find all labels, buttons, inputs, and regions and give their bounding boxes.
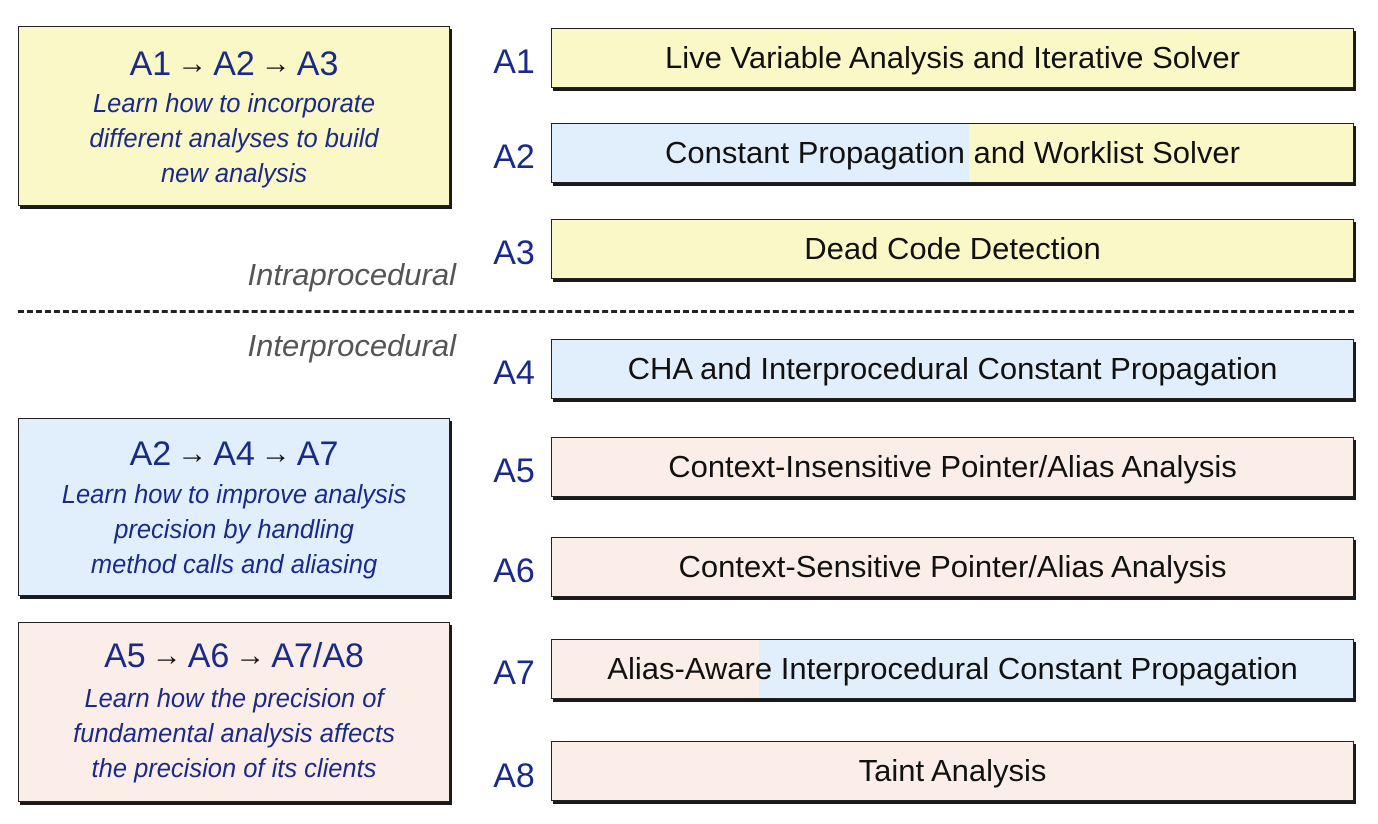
arrow-right-icon: → [177, 437, 208, 470]
assignment-title: CHA and Interprocedural Constant Propaga… [627, 351, 1278, 386]
learning-path-description: Learn how to improve analysis precision … [19, 478, 449, 583]
assignment-title: Dead Code Detection [804, 231, 1101, 266]
assignment-tag-a8: A8 [493, 757, 535, 795]
description-line: Learn how to incorporate [92, 90, 376, 118]
assignment-tag-a2: A2 [493, 138, 535, 176]
bar-fill-yellow [969, 124, 1353, 182]
bar-fill-blue [552, 340, 1353, 398]
assignment-tag-a7: A7 [493, 654, 535, 692]
assignment-bar-a8: Taint Analysis [551, 741, 1354, 801]
assignment-bar-a2: Constant Propagation and Worklist Solver [551, 123, 1354, 183]
chain-step: A2 [129, 435, 172, 473]
description-line: Learn how the precision of [84, 685, 384, 713]
learning-path-box-pointer: A5→A6→A7/A8 Learn how the precision of f… [18, 622, 450, 802]
description-line: the precision of its clients [91, 755, 377, 783]
bar-fill-blue [759, 640, 1353, 698]
assignment-title: Context-Insensitive Pointer/Alias Analys… [668, 449, 1237, 484]
chain-step: A1 [129, 45, 172, 83]
assignment-bar-a5: Context-Insensitive Pointer/Alias Analys… [551, 437, 1354, 497]
section-label-intraprocedural: Intraprocedural [247, 257, 456, 292]
chain-step: A7/A8 [271, 637, 364, 675]
learning-path-chain: A1→A2→A3 [19, 45, 449, 84]
section-label-interprocedural: Interprocedural [247, 328, 456, 363]
assignment-bar-a7: Alias-Aware Interprocedural Constant Pro… [551, 639, 1354, 699]
bar-fill-blue [552, 124, 969, 182]
chain-step: A6 [187, 637, 230, 675]
chain-step: A2 [213, 45, 255, 83]
assignment-tag-a4: A4 [493, 354, 535, 392]
bar-fill-pink [552, 438, 1353, 496]
assignment-title: Taint Analysis [858, 753, 1047, 788]
section-divider [18, 310, 1354, 313]
learning-path-chain: A5→A6→A7/A8 [19, 637, 449, 676]
learning-path-chain: A2→A4→A7 [19, 435, 449, 474]
description-line: method calls and aliasing [90, 551, 378, 579]
bar-fill-pink [552, 640, 759, 698]
assignment-title: Alias-Aware Interprocedural Constant Pro… [607, 651, 1298, 686]
assignment-tag-a6: A6 [493, 552, 535, 590]
assignment-bar-a4: CHA and Interprocedural Constant Propaga… [551, 339, 1354, 399]
bar-fill-yellow [552, 29, 1353, 87]
bar-fill-pink [552, 538, 1353, 596]
arrow-right-icon: → [177, 47, 208, 80]
assignment-tag-a3: A3 [493, 234, 535, 272]
bar-fill-yellow [552, 220, 1353, 278]
learning-path-description: Learn how the precision of fundamental a… [19, 682, 449, 787]
assignment-bar-a3: Dead Code Detection [551, 219, 1354, 279]
description-line: Learn how to improve analysis [61, 481, 407, 509]
chain-step: A5 [104, 637, 146, 675]
description-line: new analysis [161, 160, 307, 188]
arrow-right-icon: → [260, 47, 291, 80]
assignment-bar-a6: Context-Sensitive Pointer/Alias Analysis [551, 537, 1354, 597]
description-line: precision by handling [114, 516, 354, 544]
learning-path-box-precision: A2→A4→A7 Learn how to improve analysis p… [18, 418, 450, 596]
learning-path-box-intra: A1→A2→A3 Learn how to incorporate differ… [18, 26, 450, 206]
assignment-title: Constant Propagation and Worklist Solver [665, 135, 1240, 170]
arrow-right-icon: → [235, 639, 266, 672]
chain-step: A7 [296, 435, 339, 473]
description-line: different analyses to build [89, 125, 379, 153]
arrow-right-icon: → [151, 639, 182, 672]
assignment-tag-a5: A5 [493, 452, 535, 490]
learning-path-description: Learn how to incorporate different analy… [19, 87, 449, 192]
arrow-right-icon: → [260, 437, 291, 470]
bar-fill-pink [552, 742, 1353, 800]
description-line: fundamental analysis affects [73, 720, 395, 748]
chain-step: A3 [296, 45, 339, 83]
assignment-title: Live Variable Analysis and Iterative Sol… [665, 40, 1240, 75]
assignment-title: Context-Sensitive Pointer/Alias Analysis [678, 549, 1227, 584]
assignment-bar-a1: Live Variable Analysis and Iterative Sol… [551, 28, 1354, 88]
chain-step: A4 [213, 435, 255, 473]
assignment-tag-a1: A1 [493, 43, 535, 81]
